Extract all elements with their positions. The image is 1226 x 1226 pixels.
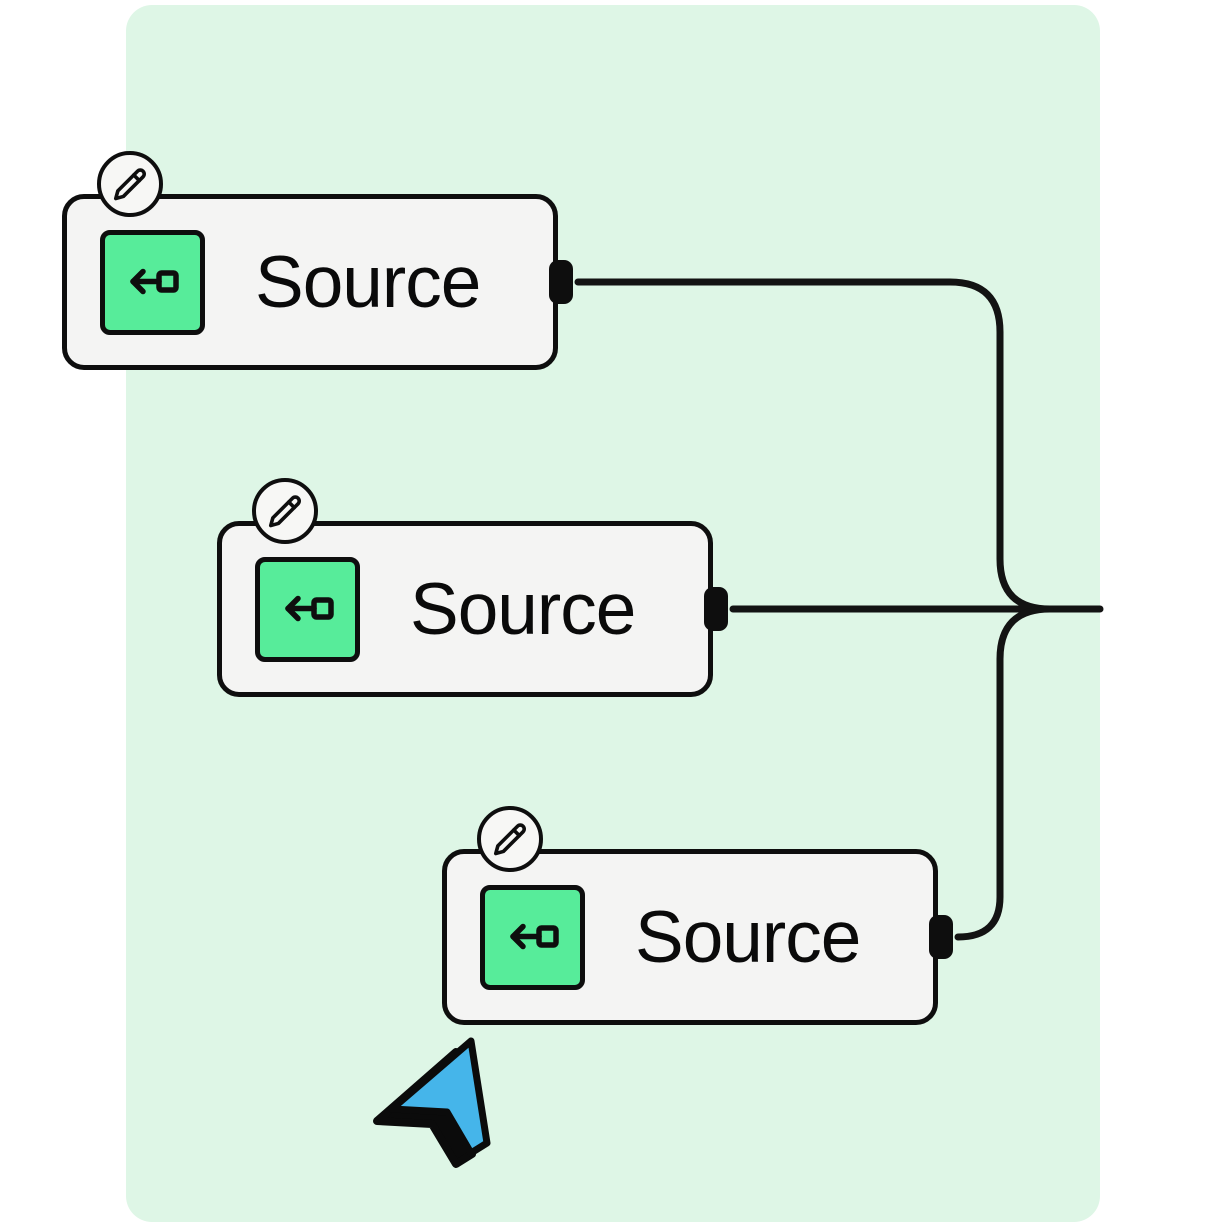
source-icon-tile	[255, 556, 360, 662]
output-port[interactable]	[704, 587, 728, 631]
edit-button[interactable]	[97, 151, 163, 217]
arrow-left-from-square-icon	[284, 595, 334, 622]
node-label: Source	[410, 568, 636, 650]
edit-button[interactable]	[252, 478, 318, 544]
arrow-left-from-square-icon	[129, 268, 179, 295]
node-source-3[interactable]: Source	[442, 806, 953, 1025]
edit-button[interactable]	[477, 806, 543, 872]
source-icon-tile	[100, 229, 205, 335]
node-source-1[interactable]: Source	[62, 151, 573, 370]
source-icon-tile	[480, 884, 585, 990]
pencil-edit-icon	[268, 495, 301, 528]
node-source-2[interactable]: Source	[217, 478, 728, 697]
output-port[interactable]	[929, 915, 953, 959]
node-label: Source	[635, 896, 861, 978]
output-port[interactable]	[549, 260, 573, 304]
pencil-edit-icon	[493, 823, 526, 856]
pencil-edit-icon	[113, 168, 146, 201]
arrow-left-from-square-icon	[509, 923, 559, 950]
node-label: Source	[255, 241, 481, 323]
